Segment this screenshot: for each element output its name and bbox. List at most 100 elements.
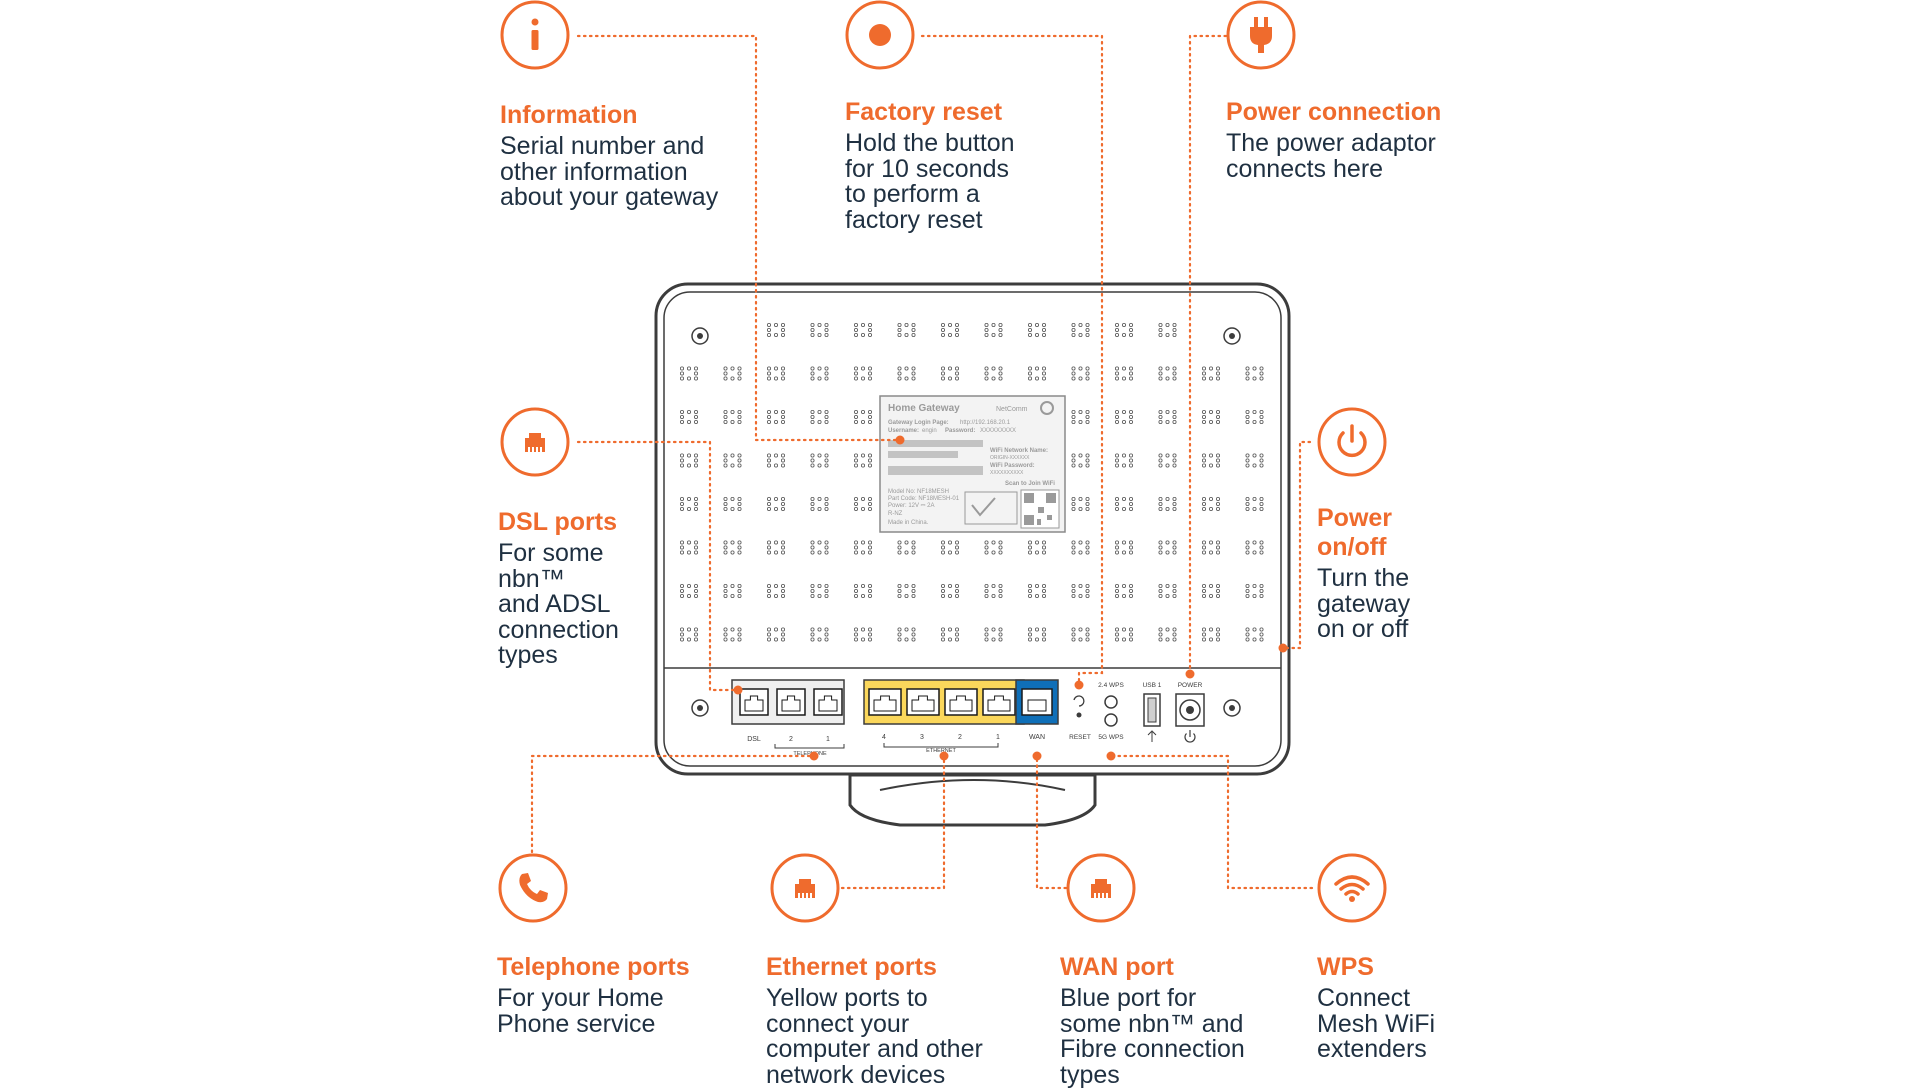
vent-cluster — [1115, 409, 1134, 424]
vent-cluster — [1158, 496, 1177, 511]
reset-dot-icon — [845, 0, 915, 70]
vent-cluster — [854, 409, 873, 424]
vent-cluster — [1115, 627, 1134, 642]
vent-cluster — [810, 584, 829, 599]
vent-cluster — [1028, 627, 1047, 642]
callout-ethernet-ports: Ethernet ports Yellow ports to connect y… — [766, 953, 983, 1088]
label-approval: R-NZ — [888, 511, 903, 517]
vent-cluster — [680, 366, 699, 381]
vent-cluster — [1115, 366, 1134, 381]
vent-cluster — [1202, 366, 1221, 381]
vent-cluster — [1028, 540, 1047, 555]
vent-cluster — [854, 627, 873, 642]
vent-cluster — [1071, 322, 1090, 337]
vent-cluster — [1115, 584, 1134, 599]
leader-endpoints — [733, 435, 1288, 761]
vent-cluster — [767, 540, 786, 555]
plug-icon — [1226, 0, 1296, 70]
label-scan: Scan to Join WiFi — [1005, 481, 1055, 487]
vent-cluster — [767, 584, 786, 599]
label-power: Power: 12V ⎓ 2A — [888, 503, 934, 509]
label-username: engin — [922, 428, 937, 434]
vent-cluster — [767, 409, 786, 424]
vent-cluster — [810, 540, 829, 555]
label-wifi-password-label: WiFi Password: — [990, 463, 1035, 469]
vent-cluster — [1245, 627, 1264, 642]
wps-24-button — [1104, 695, 1118, 709]
leader-wps — [1109, 754, 1314, 890]
leader-power-onoff — [1278, 440, 1312, 650]
vent-cluster — [723, 453, 742, 468]
vent-cluster — [810, 453, 829, 468]
vent-cluster — [941, 322, 960, 337]
dsl-port-text: DSL — [747, 736, 761, 743]
leader-dsl — [576, 440, 740, 692]
vent-cluster — [680, 627, 699, 642]
vent-cluster — [1158, 627, 1177, 642]
vent-cluster — [854, 540, 873, 555]
label-model: Model No: NF18MESH — [888, 489, 949, 495]
vent-cluster — [810, 627, 829, 642]
vent-cluster — [897, 366, 916, 381]
vent-cluster — [1202, 409, 1221, 424]
qr-code-icon — [1020, 489, 1060, 529]
ethernet-port-4-text: 4 — [882, 734, 886, 741]
reset-text: RESET — [1069, 734, 1091, 741]
callout-wan-port: WAN port Blue port for some nbn™ and Fib… — [1060, 953, 1245, 1088]
callout-title: DSL ports — [498, 508, 617, 536]
power-socket-text: POWER — [1178, 682, 1203, 689]
vent-cluster — [1071, 496, 1090, 511]
gateway-device: Home Gateway NetComm Gateway Login Page:… — [654, 282, 1291, 827]
screw-icon — [1223, 699, 1241, 717]
vent-cluster — [1158, 584, 1177, 599]
callout-power-onoff: Power on/off Turn the gateway on or off — [1317, 504, 1410, 643]
vent-cluster — [1115, 540, 1134, 555]
vent-cluster — [1071, 540, 1090, 555]
callout-title: WPS — [1317, 953, 1374, 981]
vent-cluster — [1202, 627, 1221, 642]
ethernet-port-1-text: 1 — [996, 734, 1000, 741]
ethernet-port-3-text: 3 — [920, 734, 924, 741]
vent-cluster — [767, 496, 786, 511]
vent-cluster — [1071, 453, 1090, 468]
vent-cluster — [1115, 496, 1134, 511]
vent-cluster — [1245, 540, 1264, 555]
power-symbol-icon — [1184, 730, 1196, 743]
vent-cluster — [941, 627, 960, 642]
callout-factory-reset: Factory reset Hold the button for 10 sec… — [845, 98, 1015, 233]
info-label-sticker: Home Gateway NetComm Gateway Login Page:… — [879, 395, 1066, 533]
vent-cluster — [1202, 496, 1221, 511]
callout-information: Information Serial number and other info… — [500, 101, 718, 211]
vent-cluster — [1071, 584, 1090, 599]
leader-wan — [1035, 754, 1068, 890]
vent-cluster — [984, 584, 1003, 599]
usb-port — [1143, 693, 1161, 727]
callout-dsl-ports: DSL ports For some nbn™ and ADSL connect… — [498, 508, 619, 669]
usb-symbol-icon — [1147, 730, 1157, 742]
vent-cluster — [854, 322, 873, 337]
leader-power-connection — [1188, 34, 1228, 674]
callout-telephone-ports: Telephone ports For your Home Phone serv… — [497, 953, 690, 1037]
power-socket — [1175, 693, 1205, 727]
vent-cluster — [984, 322, 1003, 337]
vent-cluster — [984, 627, 1003, 642]
callout-title: WAN port — [1060, 953, 1174, 981]
ethernet-port-4 — [868, 688, 902, 716]
vent-cluster — [1115, 453, 1134, 468]
vent-cluster — [810, 366, 829, 381]
wan-port-text: WAN — [1029, 734, 1045, 741]
callout-description: Serial number and other information abou… — [500, 132, 719, 211]
label-login-page: Gateway Login Page: — [888, 420, 949, 426]
vent-cluster — [723, 540, 742, 555]
label-made-in: Made in China. — [888, 520, 929, 526]
leader-ethernet — [840, 754, 946, 890]
vent-cluster — [1202, 540, 1221, 555]
vent-cluster — [1202, 453, 1221, 468]
telephone-port-1 — [813, 688, 843, 716]
screw-icon — [1223, 327, 1241, 345]
phone-icon — [498, 853, 568, 923]
vent-cluster — [1028, 322, 1047, 337]
callout-title: Ethernet ports — [766, 953, 937, 981]
label-username-label: Username: — [888, 428, 919, 434]
